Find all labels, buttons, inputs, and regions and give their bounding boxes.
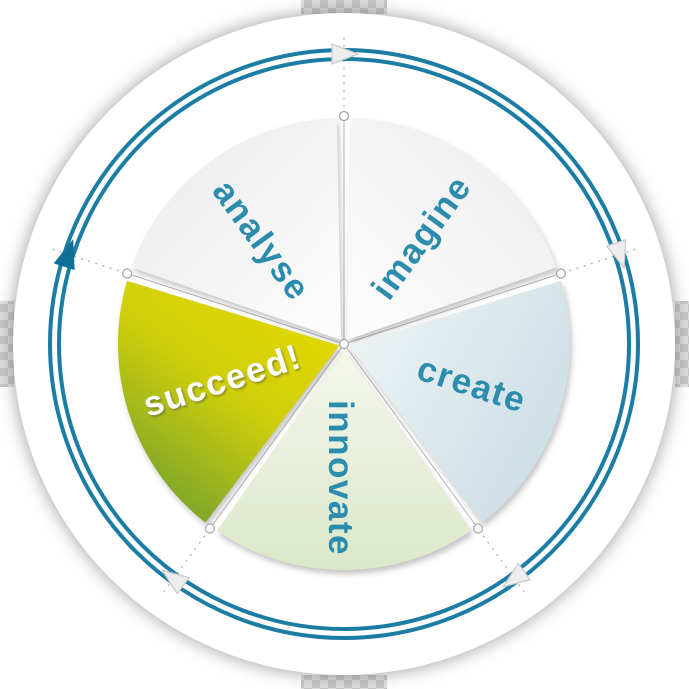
node-dot: [338, 110, 350, 122]
segment-imagine: [346, 118, 557, 340]
background-artifact-right: [675, 301, 689, 387]
background-artifact-left: [0, 301, 14, 387]
spoke-dotted-line: [562, 246, 642, 274]
spoke-line: [343, 273, 562, 345]
spoke-line: [209, 343, 345, 529]
segments: [118, 118, 570, 570]
cycle-arrow-bottom-right-icon: [501, 562, 532, 588]
node-dot: [472, 523, 484, 534]
spoke-line: [343, 343, 479, 529]
segment-label-innovate: innovate: [321, 400, 360, 556]
spoke-dotted-line: [478, 529, 529, 598]
node-dot: [555, 268, 567, 279]
segment-create: [348, 280, 570, 523]
background-artifact-bottom: [301, 675, 387, 689]
spoke-line: [127, 273, 345, 345]
segment-succeed: [118, 280, 340, 523]
center-node-dot: [338, 338, 350, 350]
segment-innovate: [217, 349, 471, 570]
spokes: [46, 31, 642, 598]
faint-arrows: [160, 43, 627, 595]
node-dots: [122, 110, 567, 534]
segment-analyse: [131, 118, 342, 340]
cycle-arrow-top-icon: [331, 43, 360, 65]
spoke-dotted-line: [46, 246, 127, 274]
node-dot: [122, 268, 133, 279]
cycle-arrow-accent-icon: [53, 239, 75, 271]
node-dot: [204, 523, 216, 534]
background-artifact-top: [301, 0, 387, 14]
cycle-arrow-bottom-left-icon: [160, 569, 191, 595]
cycle-arrow-right-icon: [605, 239, 627, 270]
spoke-dotted-line: [159, 529, 210, 598]
